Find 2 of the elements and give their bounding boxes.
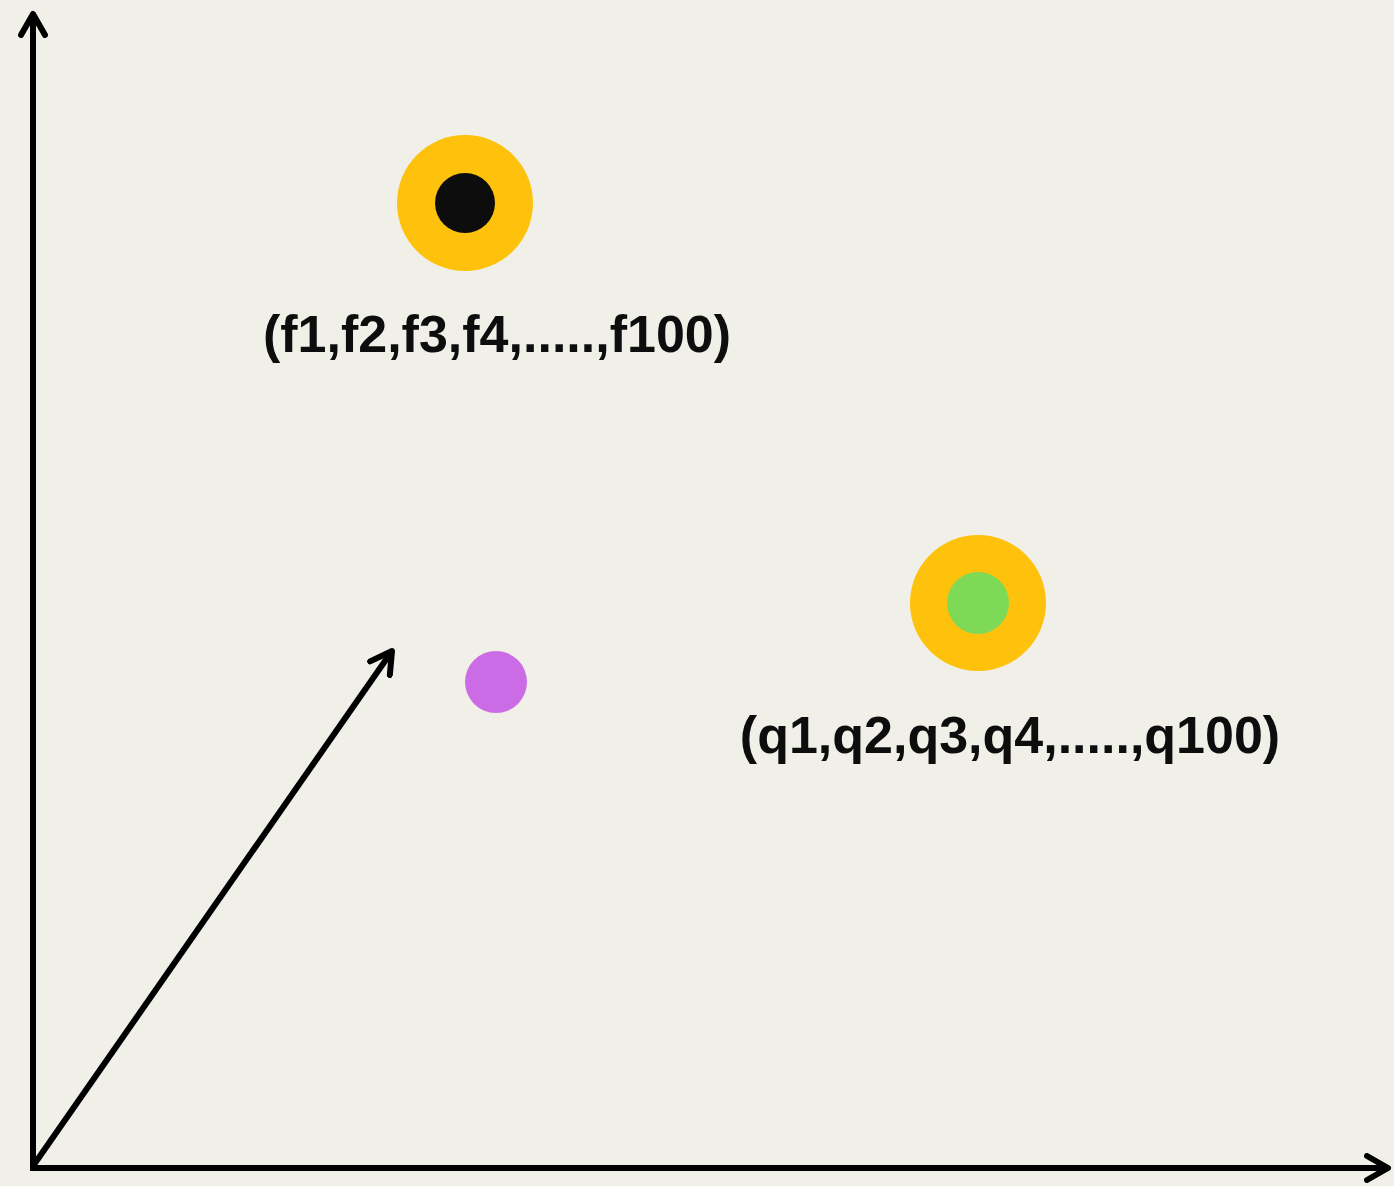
coordinate-label: (q1,q2,q3,q4,.....,q100) — [739, 707, 1281, 765]
coordinate-label: (f1,f2,f3,f4,.....,f100) — [262, 306, 732, 364]
